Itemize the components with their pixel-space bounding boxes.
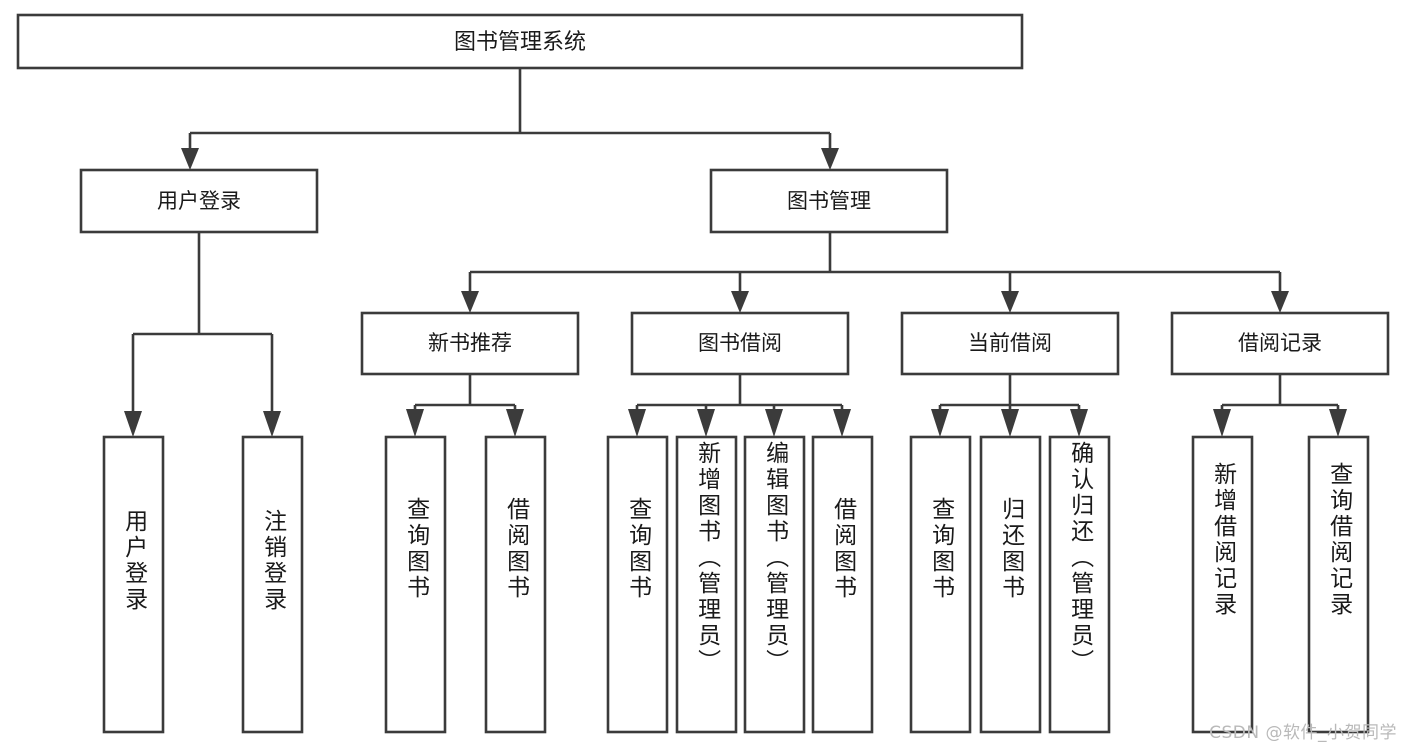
node-new-book-recommend-box[interactable] [360,311,580,376]
node-user-login[interactable]: 用户登录 [79,168,319,234]
arrow-head-leaf-book-borrow-3 [765,409,783,437]
leaf-box-borrow-record-1[interactable] [1191,435,1254,734]
node-book-management-label: 图书管理 [787,189,871,213]
leaf-boxes-new-book-recommend [384,435,547,734]
arrow-head-borrow-record [1271,291,1289,313]
node-borrow-record-label: 借阅记录 [1238,331,1322,355]
node-book-borrow-box[interactable] [630,311,850,376]
arrow-head-leaf-user-login-1 [124,411,142,437]
arrow-head-book-borrow [731,291,749,313]
leaf-box-current-borrow-1[interactable] [909,435,972,734]
leaf-box-book-borrow-2[interactable] [675,435,738,734]
node-new-book-recommend-label: 新书推荐 [428,331,512,355]
arrow-head-leaf-book-borrow-1 [628,409,646,437]
leaf-box-book-borrow-3[interactable] [743,435,806,734]
node-user-login-box[interactable] [79,168,319,234]
arrow-head-leaf-new-book-1 [406,409,424,437]
node-current-borrow[interactable]: 当前借阅 [900,311,1120,376]
arrow-head-current-borrow [1001,291,1019,313]
node-borrow-record-box[interactable] [1170,311,1390,376]
node-book-borrow-label: 图书借阅 [698,331,782,355]
leaf-box-new-book-1[interactable] [384,435,447,734]
leaf-box-new-book-2[interactable] [484,435,547,734]
connector-group-current-borrow [931,374,1088,437]
connector-group-book-mgmt [461,232,1289,313]
leaf-box-current-borrow-2[interactable] [979,435,1042,734]
connector-group-user-login [124,232,281,437]
arrow-head-user-login [181,148,199,170]
leaf-box-user-login-2[interactable] [241,435,304,734]
leaf-box-current-borrow-3[interactable] [1048,435,1111,734]
node-new-book-recommend[interactable]: 新书推荐 [360,311,580,376]
node-root-label: 图书管理系统 [454,30,586,55]
arrow-head-book-mgmt [821,148,839,170]
arrow-head-leaf-book-borrow-4 [833,409,851,437]
node-book-management-box[interactable] [709,168,949,234]
leaf-box-book-borrow-1[interactable] [606,435,669,734]
arrow-head-new-book [461,291,479,313]
node-current-borrow-label: 当前借阅 [968,331,1052,355]
leaf-boxes-borrow-record [1191,435,1370,734]
arrow-head-leaf-book-borrow-2 [697,409,715,437]
arrow-head-leaf-user-login-2 [263,411,281,437]
node-root[interactable]: 图书管理系统 [16,13,1024,70]
arrow-head-leaf-new-book-2 [506,409,524,437]
node-borrow-record[interactable]: 借阅记录 [1170,311,1390,376]
connector-group-borrow-record [1213,374,1347,437]
csdn-watermark: CSDN @软件_小贺同学 [1209,723,1397,743]
arrow-head-leaf-current-borrow-2 [1001,409,1019,437]
node-current-borrow-box[interactable] [900,311,1120,376]
node-root-box[interactable] [16,13,1024,70]
node-book-borrow[interactable]: 图书借阅 [630,311,850,376]
arrow-head-leaf-current-borrow-1 [931,409,949,437]
leaf-boxes-user-login [102,435,304,734]
leaf-boxes-current-borrow [909,435,1111,734]
connector-group-root [181,68,839,170]
arrow-head-leaf-current-borrow-3 [1070,409,1088,437]
node-book-management[interactable]: 图书管理 [709,168,949,234]
leaf-box-user-login-1[interactable] [102,435,165,734]
leaf-box-book-borrow-4[interactable] [811,435,874,734]
connector-group-book-borrow [628,374,851,437]
arrow-head-leaf-borrow-record-2 [1329,409,1347,437]
leaf-box-borrow-record-2[interactable] [1307,435,1370,734]
arrow-head-leaf-borrow-record-1 [1213,409,1231,437]
leaf-boxes-book-borrow [606,435,874,734]
node-user-login-label: 用户登录 [157,189,241,213]
connector-group-new-book [406,374,524,437]
